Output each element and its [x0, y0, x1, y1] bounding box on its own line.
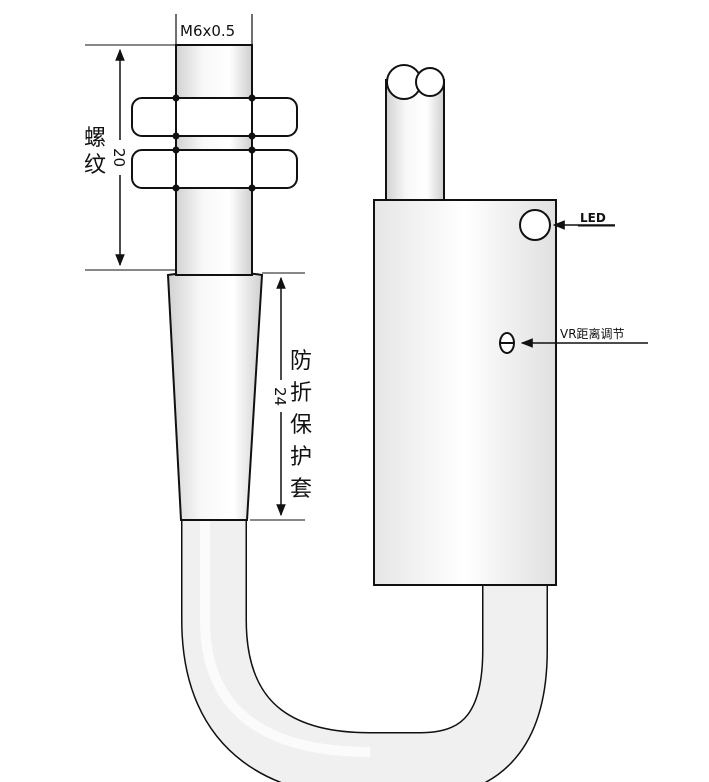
thread-spec-dimension: M6x0.5 — [175, 14, 253, 45]
nut-lower — [131, 146, 298, 192]
sleeve-label-char-5: 套 — [290, 477, 312, 502]
led-indicator — [519, 209, 551, 241]
nut-upper — [131, 94, 298, 140]
sleeve-label-char-3: 保 — [290, 413, 312, 438]
vr-callout: VR距离调节 — [520, 326, 648, 348]
sleeve-length-value: 24 — [271, 387, 289, 406]
sleeve-label-char-1: 防 — [290, 349, 312, 374]
sleeve-length-dimension: 24 防 折 保 护 套 — [250, 272, 312, 521]
led-label: LED — [580, 211, 606, 225]
top-cable-stub — [385, 64, 445, 206]
thread-length-dimension: 20 螺 纹 — [84, 44, 176, 271]
led-callout: LED — [552, 211, 615, 230]
cable — [181, 515, 548, 782]
thread-spec-label: M6x0.5 — [180, 22, 235, 40]
thread-length-value: 20 — [110, 148, 128, 167]
protective-sleeve — [166, 270, 264, 521]
vr-label: VR距离调节 — [560, 326, 625, 341]
control-box — [373, 199, 557, 586]
thread-label-char-1: 螺 — [84, 126, 106, 151]
sleeve-label-char-2: 折 — [290, 381, 312, 406]
thread-label-char-2: 纹 — [84, 153, 106, 178]
vr-adjust-screw[interactable] — [499, 332, 515, 354]
sleeve-label-char-4: 护 — [290, 445, 312, 470]
